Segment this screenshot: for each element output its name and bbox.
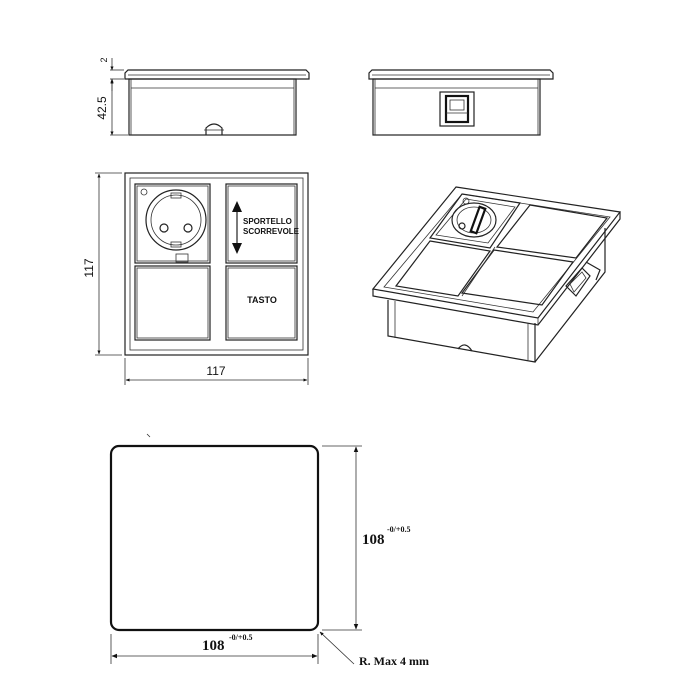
dim-height-text: 42.5 <box>95 96 109 120</box>
sportello-label-line1: SPORTELLO <box>243 217 292 226</box>
radius-note: R. Max 4 mm <box>319 631 429 668</box>
dim-117-horizontal-text: 117 <box>206 364 225 378</box>
tasto-label: TASTO <box>247 295 277 305</box>
dim-2-text: 2 <box>99 57 109 62</box>
cutout-view <box>109 433 320 632</box>
radius-note-text: R. Max 4 mm <box>359 654 429 668</box>
dim-108-horizontal-tolerance: -0/+0.5 <box>229 633 252 642</box>
isometric-view <box>371 186 622 363</box>
dim-108-vertical-tolerance: -0/+0.5 <box>387 525 410 534</box>
top-view: SPORTELLO SCORREVOLE TASTO <box>124 172 309 356</box>
lateral-side-view <box>368 69 554 136</box>
dimension-width-horizontal: 117 <box>124 358 309 385</box>
dim-117-vertical-text: 117 <box>82 258 96 277</box>
dimension-width-vertical: 117 <box>82 172 122 356</box>
dimension-cutout-vertical: 108 -0/+0.5 <box>322 445 410 631</box>
front-side-view <box>124 69 310 136</box>
dim-108-vertical-text: 108 <box>362 532 385 548</box>
dim-108-horizontal-text: 108 <box>202 638 225 654</box>
dimension-height: 42.5 <box>95 79 128 136</box>
dimension-top-small: 2 <box>99 57 124 91</box>
sportello-label-line2: SCORREVOLE <box>243 227 300 236</box>
dimension-cutout-horizontal: 108 -0/+0.5 <box>110 633 319 664</box>
